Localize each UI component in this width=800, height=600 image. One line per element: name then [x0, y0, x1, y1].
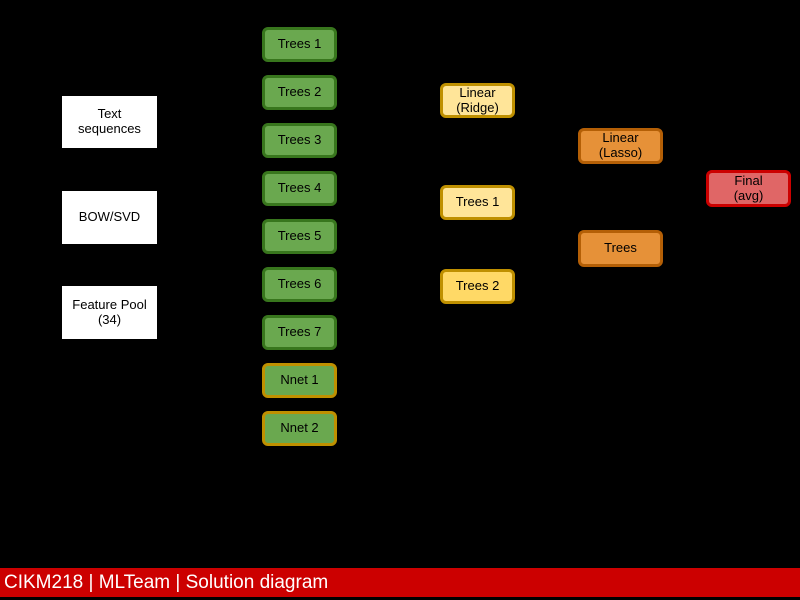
node-nnet-2: Nnet 2: [262, 411, 337, 446]
node-level3-trees: Trees: [578, 230, 663, 267]
node-linear-ridge: Linear (Ridge): [440, 83, 515, 118]
node-feature-pool: Feature Pool (34): [62, 286, 157, 339]
node-trees-7: Trees 7: [262, 315, 337, 350]
node-trees-4: Trees 4: [262, 171, 337, 206]
node-level2-trees-2: Trees 2: [440, 269, 515, 304]
node-trees-2: Trees 2: [262, 75, 337, 110]
footer-bar: CIKM218 | MLTeam | Solution diagram: [0, 568, 800, 597]
node-text-sequences: Text sequences: [62, 96, 157, 148]
node-trees-6: Trees 6: [262, 267, 337, 302]
node-bow-svd: BOW/SVD: [62, 191, 157, 244]
node-level2-trees-1: Trees 1: [440, 185, 515, 220]
node-linear-lasso: Linear (Lasso): [578, 128, 663, 164]
node-nnet-1: Nnet 1: [262, 363, 337, 398]
node-trees-3: Trees 3: [262, 123, 337, 158]
footer-title: CIKM218 | MLTeam | Solution diagram: [4, 571, 329, 593]
node-final-avg: Final (avg): [706, 170, 791, 207]
node-trees-1: Trees 1: [262, 27, 337, 62]
node-trees-5: Trees 5: [262, 219, 337, 254]
